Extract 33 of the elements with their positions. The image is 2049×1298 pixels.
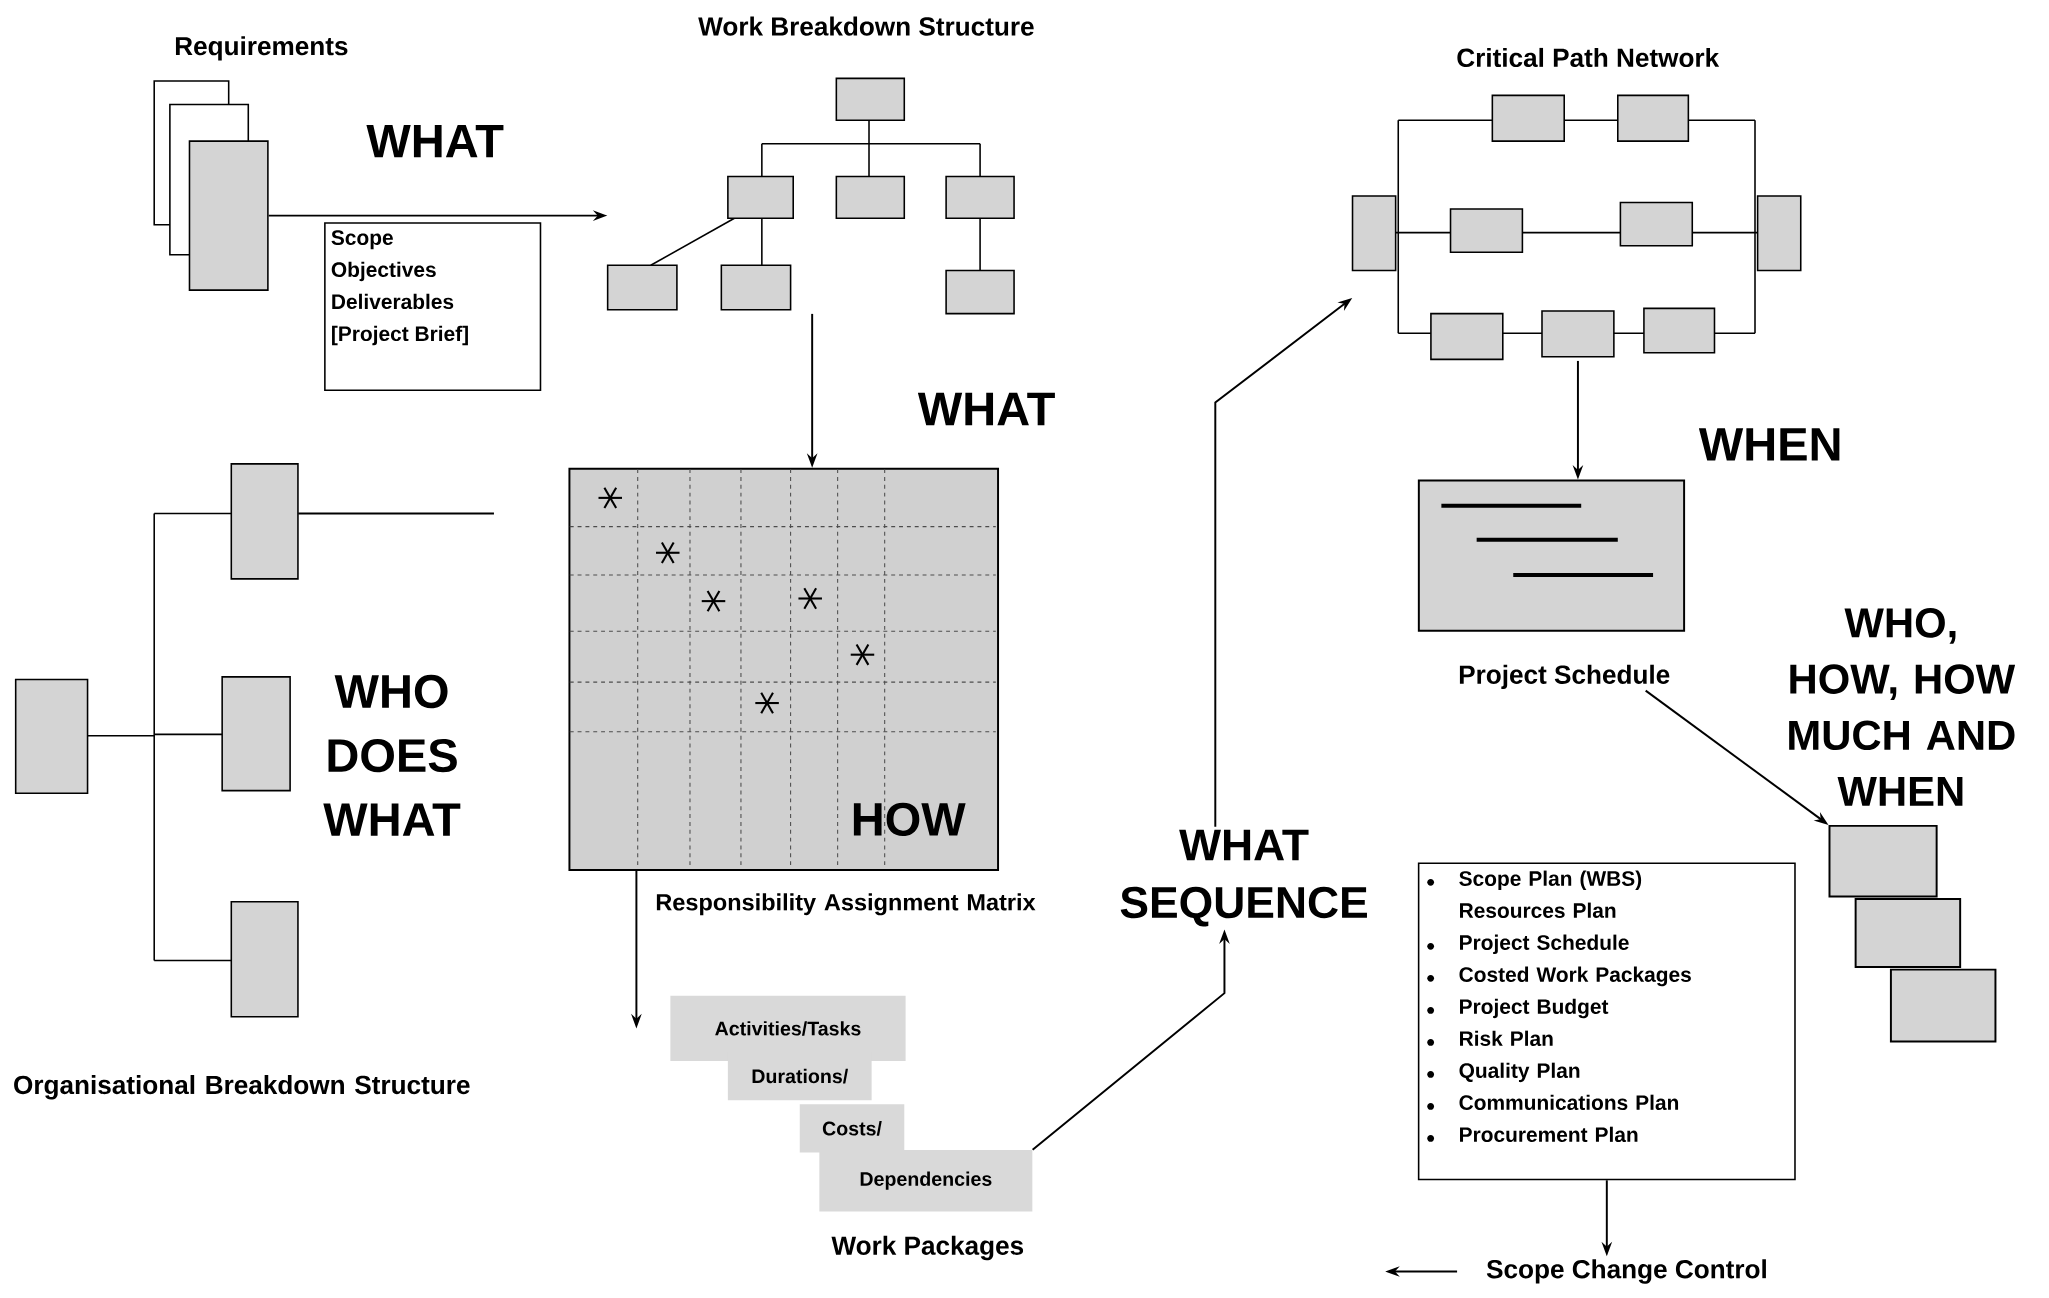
list-item: Procurement Plan [1460,1126,1638,1143]
node-label: Costs/ [822,1121,882,1136]
list-item: Project Budget [1460,998,1609,1019]
node-label: Durations/ [752,1069,849,1084]
annotation: WHEN [1698,428,1840,461]
list-item: Costed Work Packages [1459,966,1691,987]
label-box: Durations/ [727,1052,872,1101]
flow-label: Scope Change Control [1486,1259,1766,1284]
node-label: Project Schedule [1459,664,1670,690]
annotation: WHAT [366,125,504,158]
flow-label: WHAT SEQUENCE [1120,829,1367,927]
node-label: Organisational Breakdown Structure [14,1075,470,1100]
list-item: Communications Plan [1459,1094,1679,1111]
list-item: Project Schedule [1460,934,1629,955]
heading: Work Breakdown Structure [698,16,1034,36]
box [1889,968,1997,1043]
node-label: Responsibility Assignment Matrix [656,893,1036,916]
heading: Critical Path Network [1457,48,1720,68]
annotation: HOW [853,802,966,837]
annotation: WHO DOES WHAT [323,675,461,836]
box [1828,825,1938,898]
box [1854,898,1962,969]
list-item: Risk Plan [1460,1030,1553,1047]
node-label: Activities/Tasks [715,1021,861,1036]
list-box [1417,862,1796,1181]
text-box: Scope Objectives Deliverables [Project Brief] [324,222,542,392]
heading: Requirements [175,36,348,61]
annotation: WHO, HOW, HOW MUCH AND WHEN [1789,608,2016,807]
label-box: Costs/ [799,1104,905,1153]
list-item: Scope Plan (WBS) Resources Plan [1459,870,1642,919]
list-item: Quality Plan [1459,1062,1580,1083]
annotation: WHAT [917,393,1055,426]
connector-line [297,512,495,515]
